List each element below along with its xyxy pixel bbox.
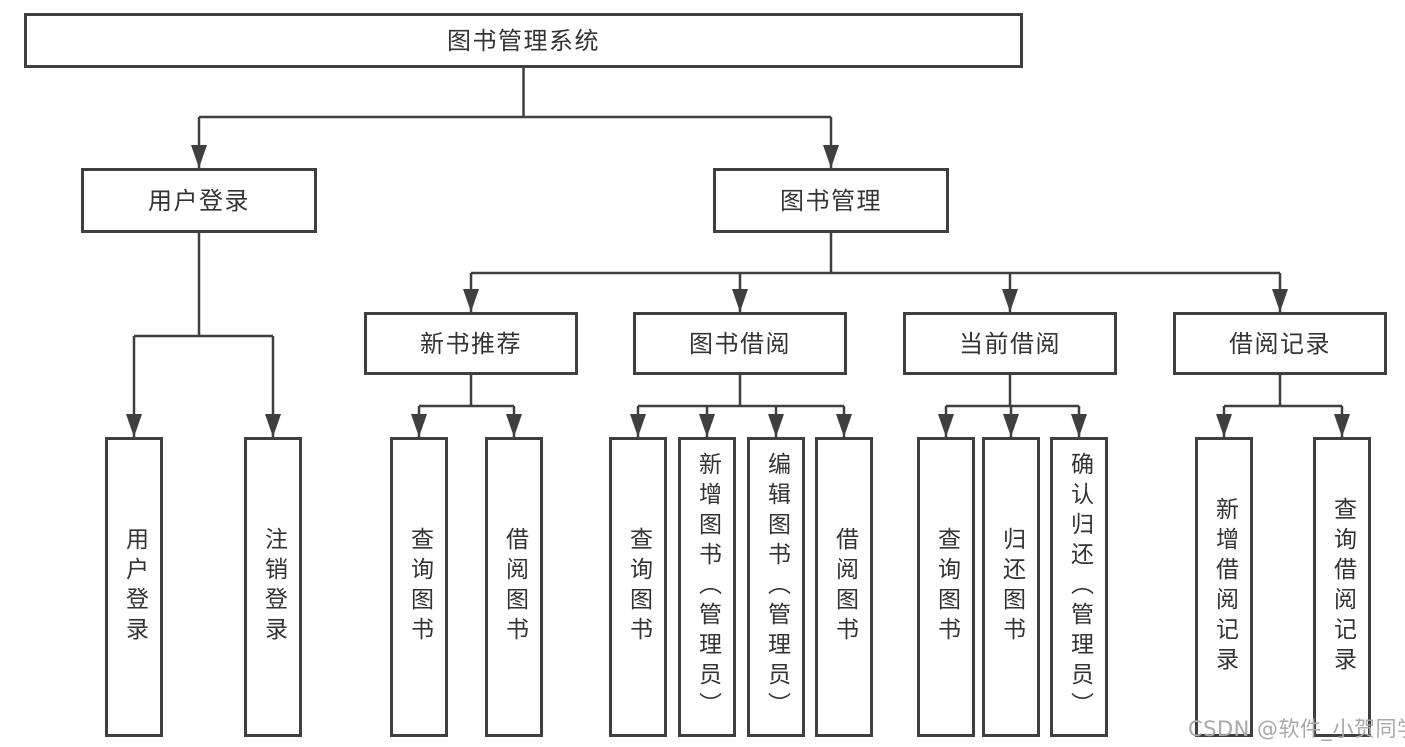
node-label: 图书管理	[780, 186, 882, 215]
leaf-label: 新增图书（管理员）	[694, 452, 721, 722]
leaf-query-books-current: 查询图书	[917, 437, 975, 737]
leaf-query-books-recommend: 查询图书	[390, 437, 448, 737]
leaf-label: 借阅图书	[831, 527, 858, 647]
leaf-label: 查询图书	[625, 527, 652, 647]
leaf-user-login: 用户登录	[105, 437, 163, 737]
leaf-borrow-books-borrow: 借阅图书	[815, 437, 873, 737]
node-label: 借阅记录	[1229, 329, 1331, 358]
leaf-add-borrow-record: 新增借阅记录	[1195, 437, 1253, 737]
leaf-label: 借阅图书	[501, 527, 528, 647]
leaf-label: 归还图书	[998, 527, 1025, 647]
node-borrowing-records: 借阅记录	[1173, 312, 1387, 375]
node-current-borrowing: 当前借阅	[903, 312, 1117, 375]
leaf-label: 确认归还（管理员）	[1066, 452, 1093, 722]
node-label: 新书推荐	[420, 329, 522, 358]
leaf-label: 查询借阅记录	[1329, 497, 1356, 677]
node-book-management: 图书管理	[713, 168, 949, 233]
leaf-label: 查询图书	[933, 527, 960, 647]
leaf-query-books-borrow: 查询图书	[609, 437, 667, 737]
leaf-logout-login: 注销登录	[244, 437, 302, 737]
node-new-book-recommendation: 新书推荐	[364, 312, 578, 375]
leaf-add-books-admin: 新增图书（管理员）	[678, 437, 736, 737]
node-book-borrowing: 图书借阅	[633, 312, 847, 375]
leaf-label: 查询图书	[406, 527, 433, 647]
leaf-label: 用户登录	[121, 527, 148, 647]
node-book-management-system: 图书管理系统	[24, 13, 1023, 68]
node-user-login: 用户登录	[81, 168, 317, 233]
node-label: 用户登录	[148, 186, 250, 215]
leaf-label: 新增借阅记录	[1211, 497, 1238, 677]
leaf-confirm-return-admin: 确认归还（管理员）	[1050, 437, 1108, 737]
node-label: 图书管理系统	[447, 26, 600, 55]
leaf-query-borrow-record: 查询借阅记录	[1313, 437, 1371, 737]
leaf-edit-books-admin: 编辑图书（管理员）	[747, 437, 805, 737]
leaf-borrow-books-recommend: 借阅图书	[485, 437, 543, 737]
leaf-return-books: 归还图书	[982, 437, 1040, 737]
node-label: 当前借阅	[959, 329, 1061, 358]
node-label: 图书借阅	[689, 329, 791, 358]
leaf-label: 注销登录	[260, 527, 287, 647]
csdn-watermark: CSDN @软件_小贺同学	[1188, 717, 1405, 741]
leaf-label: 编辑图书（管理员）	[763, 452, 790, 722]
